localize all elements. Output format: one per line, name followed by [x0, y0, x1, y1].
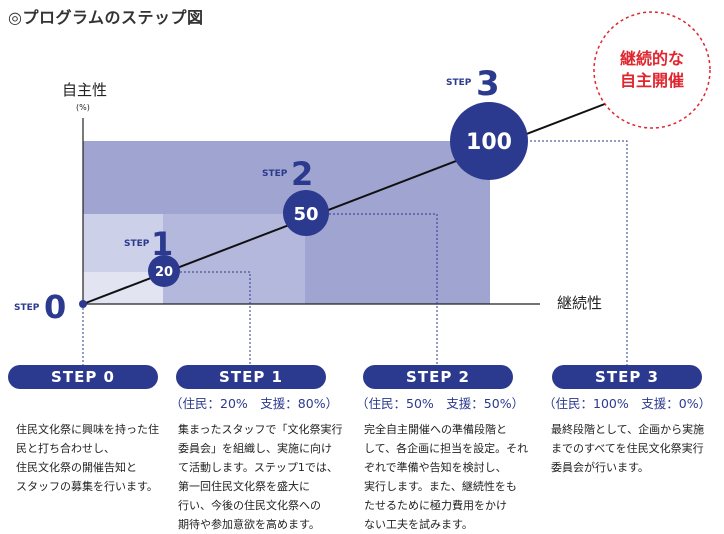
- pill-step0: STEP 0: [8, 365, 158, 389]
- desc-line: 実行します。また、継続性をも: [364, 480, 517, 493]
- desc-line: ない工夫を試みます。: [364, 518, 473, 531]
- step3-number: 3: [476, 64, 500, 104]
- desc-line: 委員会が行います。: [551, 461, 649, 474]
- page-title: ◎プログラムのステップ図: [8, 8, 204, 27]
- desc-step3: 最終段階として、企画から実施 までのすべてを住民文化祭実行 委員会が行います。: [551, 420, 721, 477]
- step2-word: STEP: [262, 169, 288, 179]
- desc-line: 委員会」を組織し、実施に向け: [178, 442, 332, 455]
- marker-step2: STEP 2 50: [262, 155, 329, 236]
- pill-step2: STEP 2: [363, 365, 513, 389]
- pill-step3: STEP 3: [552, 365, 702, 389]
- step0-word: STEP: [14, 303, 40, 313]
- step1-value: 20: [155, 265, 173, 280]
- y-axis-label: 自主性: [62, 81, 107, 99]
- goal-line1: 継続的な: [620, 49, 684, 68]
- desc-step0: 住民文化祭に興味を持った住民と打ち合わせし、 住民文化祭の開催告知と スタッフの…: [16, 420, 166, 496]
- desc-line: 期待や参加意欲を高めます。: [178, 518, 320, 531]
- desc-step2: 完全自主開催への準備段階と して、各企画に担当を設定。それ ぞれで準備や告知を検…: [364, 420, 536, 534]
- step3-word: STEP: [446, 78, 472, 88]
- step3-value: 100: [466, 130, 512, 155]
- step0-number: 0: [44, 288, 66, 326]
- desc-line: 第一回住民文化祭を盛大に: [178, 480, 310, 493]
- step1-circle: [148, 255, 180, 287]
- desc-line: て活動します。ステップ1では、: [178, 461, 338, 474]
- connector-step2: [325, 213, 438, 366]
- origin-dot: [79, 300, 87, 308]
- marker-step0: STEP 0: [14, 288, 66, 326]
- step2-number: 2: [291, 155, 313, 193]
- x-axis-label: 継続性: [557, 294, 602, 312]
- desc-line: までのすべてを住民文化祭実行: [551, 442, 704, 455]
- marker-step3: STEP 3 100: [446, 64, 528, 180]
- desc-line: して、各企画に担当を設定。それ: [364, 442, 529, 455]
- desc-line: 住民文化祭に興味を持った住民と打ち合わせし、: [16, 423, 159, 455]
- desc-line: 行い、今後の住民文化祭への: [178, 499, 321, 512]
- ratio-step2: （住民：50% 支援：50%）: [356, 396, 525, 411]
- desc-line: ぞれで準備や告知を検討し、: [364, 461, 507, 474]
- desc-step1: 集まったスタッフで「文化祭実行 委員会」を組織し、実施に向け て活動します。ステ…: [178, 420, 348, 534]
- goal-badge: 継続的な 自主開催: [593, 11, 711, 129]
- connector-step1: [180, 271, 251, 366]
- step2-circle: [283, 190, 329, 236]
- desc-line: 完全自主開催への準備段階と: [364, 423, 507, 436]
- ratio-step1: （住民：20% 支援：80%）: [170, 396, 339, 411]
- goal-line2: 自主開催: [620, 71, 684, 90]
- desc-line: 最終段階として、企画から実施: [551, 423, 705, 436]
- desc-line: たせるために極力費用をかけ: [364, 499, 507, 512]
- desc-line: 住民文化祭の開催告知と: [16, 461, 137, 474]
- step1-number: 1: [151, 225, 173, 263]
- marker-step1: STEP 1 20: [124, 225, 180, 287]
- ratio-step3: （住民：100% 支援：0%）: [543, 396, 712, 411]
- desc-line: スタッフの募集を行います。: [16, 480, 158, 493]
- y-axis-unit: (%): [76, 103, 90, 112]
- step3-circle: [450, 102, 528, 180]
- step1-word: STEP: [124, 239, 150, 249]
- pill-step1: STEP 1: [176, 365, 326, 389]
- connector-step3: [530, 140, 628, 366]
- desc-line: 集まったスタッフで「文化祭実行: [178, 423, 343, 436]
- step2-value: 50: [293, 204, 318, 225]
